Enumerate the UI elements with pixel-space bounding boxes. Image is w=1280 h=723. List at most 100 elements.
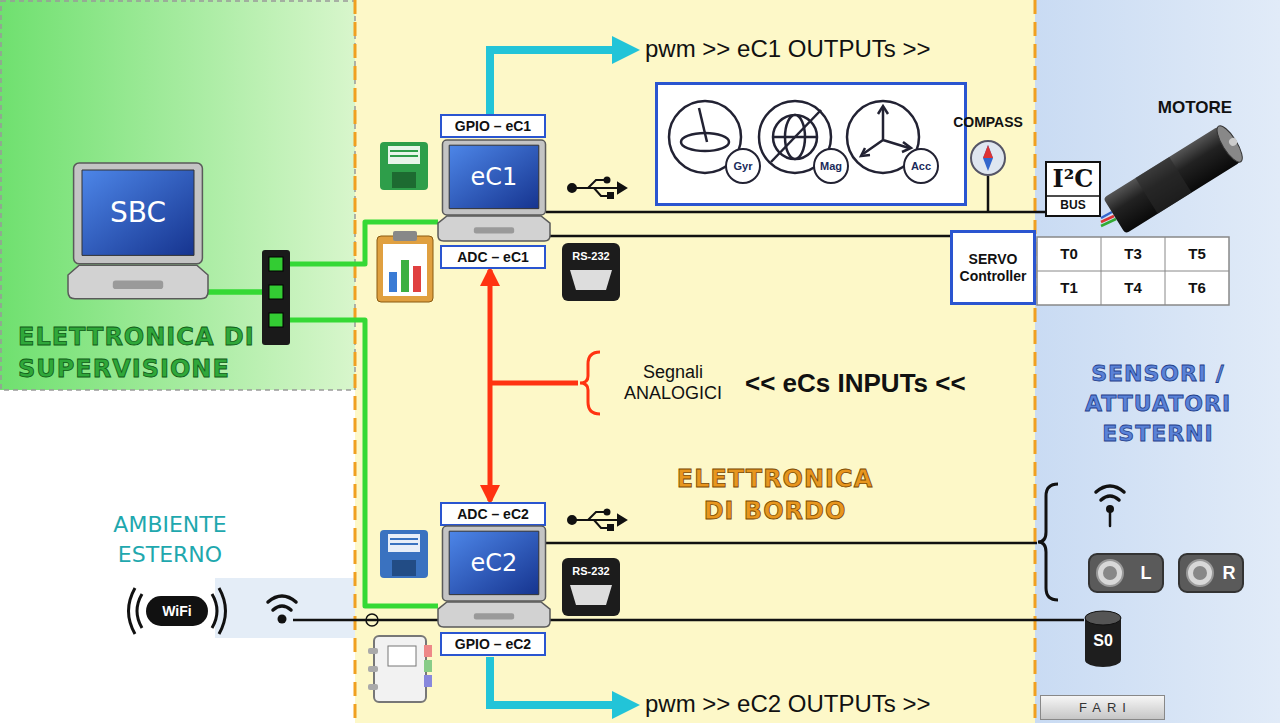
region-panel: SBCELETTRONICA DI SUPERVISIONE <box>0 0 355 390</box>
network-switch-part <box>269 313 283 327</box>
usb-symbol-part <box>588 180 606 188</box>
node-text: L <box>1134 561 1158 585</box>
node-text: ADC – eC1 <box>442 247 544 267</box>
rs232-icon-part <box>570 585 612 605</box>
compass-icon-part <box>983 145 993 158</box>
analog-branch-part <box>490 381 578 386</box>
node-text: S0 <box>1084 628 1122 654</box>
network-switch-part <box>262 250 290 345</box>
sensor-icons-part <box>669 101 919 173</box>
outside-strip <box>215 578 355 638</box>
wifi-logo <box>129 588 226 634</box>
node-text: FARI <box>1041 696 1164 719</box>
notebook-icon-part <box>388 646 416 666</box>
laptop-outline-part <box>449 531 539 594</box>
usb-symbol-part <box>605 178 610 183</box>
region-label: AMBIENTE ESTERNO <box>70 508 270 572</box>
port-box: ADC – eC2 <box>440 502 546 526</box>
usb-symbol-part <box>568 184 576 192</box>
pwm-arrow-part <box>490 50 615 114</box>
button-shape-part <box>1187 560 1213 586</box>
output-label: pwm >> eC1 OUTPUTs >> <box>645 32 1005 66</box>
wifi-logo-part <box>137 594 142 628</box>
motor-part-part <box>1103 126 1241 234</box>
notebook-icon-part <box>368 666 378 672</box>
cylinder-sensor: S0 <box>1084 610 1122 668</box>
cylinder-shape-part <box>1085 611 1121 625</box>
clipboard-chart-icon <box>377 231 433 302</box>
usb-symbol-part <box>594 188 609 196</box>
signal-label: Segnali ANALOGICI <box>603 358 743 408</box>
port-label: RS-232 <box>563 247 619 265</box>
floppy-icon-part <box>392 560 416 576</box>
clipboard-chart-icon-part <box>383 244 427 296</box>
button-shape-part <box>1089 554 1163 592</box>
wifi-signal-icon <box>268 596 296 624</box>
usb-symbol-part <box>594 520 609 528</box>
port-box: GPIO – eC2 <box>440 632 546 656</box>
usb-symbol-part <box>618 183 626 193</box>
bracket <box>1038 484 1058 600</box>
notebook-icon-part <box>374 636 426 702</box>
wire-part <box>987 176 990 212</box>
network-switch-part <box>269 257 283 271</box>
pwm-arrow-part <box>490 657 615 705</box>
laptop-outline-part <box>474 613 514 619</box>
node-text: GPIO – eC2 <box>442 634 544 654</box>
region-title: SENSORI / ATTUATORI ESTERNI <box>1063 352 1253 456</box>
region-panel: L R S0FARI SENSORI / ATTUATORI ESTERNI <box>1035 0 1280 723</box>
table-cell: T6 <box>1166 272 1228 304</box>
analog-branch <box>490 352 600 414</box>
node-text: SERVO Controller <box>953 233 1033 302</box>
node-text: eC1 <box>449 145 539 208</box>
clipboard-chart-icon-part <box>413 266 421 292</box>
notebook-icon-part <box>368 684 378 690</box>
wifi-logo-part <box>219 588 226 634</box>
wire-part <box>546 211 1046 214</box>
compass-icon-part <box>971 141 1005 175</box>
rs232-icon <box>562 243 620 616</box>
region-divider <box>1034 0 1037 723</box>
node-text: eC2 <box>449 531 539 594</box>
button-shape-part <box>1097 560 1123 586</box>
laptop-outline-part <box>474 227 514 233</box>
computer-icon: eC2 <box>438 526 550 630</box>
sensor-icons-part-part <box>726 149 760 183</box>
usb-symbol-part <box>574 187 620 189</box>
clipboard-chart-icon-part <box>377 236 433 302</box>
io-table-part <box>1037 271 1229 272</box>
blue-region-ground <box>1035 0 1280 723</box>
laptop-outline-part <box>449 145 539 208</box>
laptop-outline-part <box>442 140 545 215</box>
motor-part <box>1103 122 1247 234</box>
sensor-icons-part <box>657 84 966 205</box>
signal-label: << eCs INPUTs << <box>745 366 1013 402</box>
rs232-icon-part <box>562 558 620 616</box>
button-shape-part <box>1103 566 1117 580</box>
sensor-icons-part-part <box>863 108 909 154</box>
bus-label: BUS <box>1047 197 1099 215</box>
wifi-location-icon-part <box>1101 496 1119 500</box>
wifi-location-icon-part <box>1109 513 1112 526</box>
notebook-icon-part <box>424 660 432 672</box>
motor-part-part <box>1213 122 1247 165</box>
port-label: RS-232 <box>563 562 619 580</box>
region-title: ELETTRONICA DI SUPERVISIONE <box>18 318 308 388</box>
computer-icon: eC1 <box>438 140 550 244</box>
wifi-location-icon-part <box>1096 486 1124 492</box>
sensor-icons-part <box>726 149 938 183</box>
laptop-outline-part <box>68 265 208 299</box>
component-label: MOTORE <box>1145 97 1245 119</box>
button-shape <box>1088 553 1164 593</box>
laptop-outline <box>438 526 550 630</box>
rs232-icon-part <box>570 270 612 290</box>
node-text: ADC – eC2 <box>442 504 544 524</box>
io-table-part <box>1037 237 1229 305</box>
region-panel: GPIO – eC1eC1GyrMagAccADC – eC1SERVO Con… <box>355 0 1035 723</box>
table-cell: T5 <box>1166 238 1228 270</box>
node-text: R <box>1218 561 1240 585</box>
laptop-outline-part <box>82 170 194 255</box>
notebook-icon-part <box>424 675 432 687</box>
button-shape-part <box>1179 554 1243 592</box>
node-text: Gyr <box>725 157 761 175</box>
